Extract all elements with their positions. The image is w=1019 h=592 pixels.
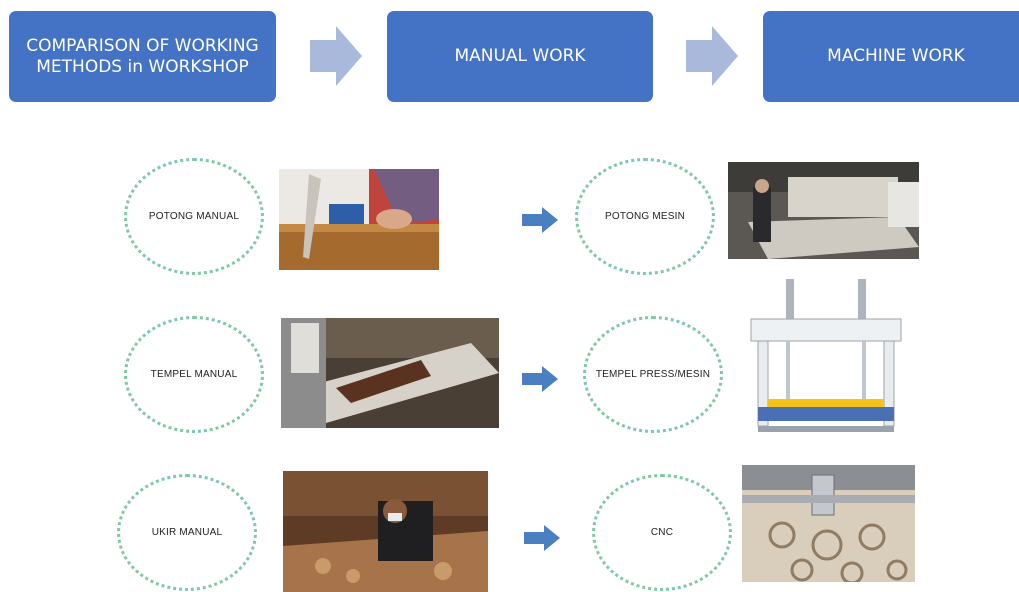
circle-tempel-manual: TEMPEL MANUAL bbox=[124, 316, 264, 433]
photo-manual-carving bbox=[283, 471, 488, 592]
circle-label: TEMPEL PRESS/MESIN bbox=[595, 369, 711, 380]
right-arrow-icon bbox=[524, 525, 560, 551]
circle-potong-manual: POTONG MANUAL bbox=[124, 158, 264, 275]
header-box-comparison: COMPARISON OF WORKING METHODS in WORKSHO… bbox=[9, 11, 276, 102]
circle-ukir-manual: UKIR MANUAL bbox=[117, 474, 257, 591]
photo-manual-cutting bbox=[279, 169, 439, 270]
header-arrow-icon bbox=[686, 26, 738, 86]
right-arrow-icon bbox=[522, 207, 558, 233]
header-box-machine-work: MACHINE WORK bbox=[763, 11, 1019, 102]
photo-press-machine bbox=[746, 279, 906, 435]
header-box-machine-work-label: MACHINE WORK bbox=[827, 46, 965, 66]
header-arrow-icon bbox=[310, 26, 362, 86]
header-box-manual-work: MANUAL WORK bbox=[387, 11, 653, 102]
photo-manual-veneer bbox=[281, 318, 499, 428]
circle-label: POTONG MANUAL bbox=[148, 211, 240, 222]
circle-potong-mesin: POTONG MESIN bbox=[575, 158, 715, 275]
circle-label: TEMPEL MANUAL bbox=[150, 369, 238, 380]
header-box-comparison-label: COMPARISON OF WORKING METHODS in WORKSHO… bbox=[26, 35, 259, 77]
photo-cnc-machine bbox=[742, 465, 915, 582]
circle-tempel-press: TEMPEL PRESS/MESIN bbox=[583, 316, 723, 433]
header-box-manual-work-label: MANUAL WORK bbox=[454, 46, 586, 66]
circle-label: CNC bbox=[650, 527, 674, 538]
photo-machine-cutting bbox=[728, 162, 919, 259]
circle-label: POTONG MESIN bbox=[604, 211, 685, 222]
right-arrow-icon bbox=[522, 366, 558, 392]
circle-cnc: CNC bbox=[592, 474, 732, 591]
circle-label: UKIR MANUAL bbox=[151, 527, 223, 538]
